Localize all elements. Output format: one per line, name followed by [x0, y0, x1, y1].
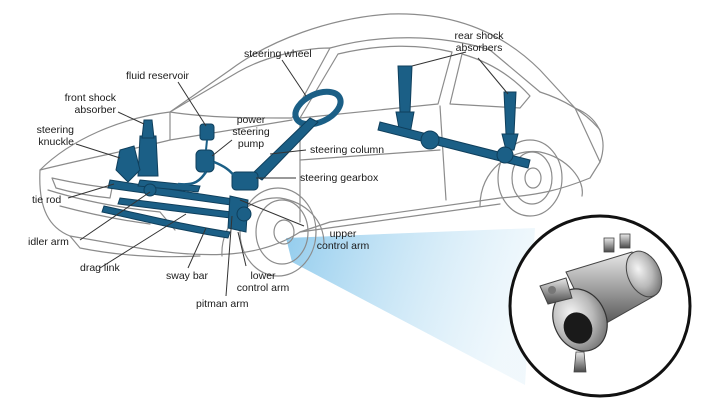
gearbox-closeup — [539, 233, 663, 373]
label-power-steering-line1: power — [236, 114, 266, 126]
front-shock-part — [137, 135, 159, 177]
label-drag-link: drag link — [80, 262, 120, 274]
steering-wheel-part — [292, 88, 344, 128]
label-pitman-arm: pitman arm — [196, 298, 249, 310]
steering-components — [101, 65, 531, 239]
label-power-steering-line2: steering — [232, 126, 270, 138]
rear-wheel — [497, 139, 563, 217]
leader-pitman-arm — [225, 215, 233, 297]
label-idler-arm: idler arm — [28, 236, 69, 248]
label-upper-control-arm: upper control arm — [304, 228, 382, 252]
front-wheel — [239, 187, 317, 277]
steering-knuckle-part — [115, 145, 141, 183]
label-steering-column: steering column — [310, 144, 385, 156]
label-front-shock-absorber: front shock absorber — [50, 92, 116, 116]
label-lower-control-arm: lower control arm — [224, 270, 302, 294]
label-steering-knuckle: steering knuckle — [22, 124, 74, 148]
rear-shock-right-part — [503, 91, 517, 135]
steering-column-part — [251, 117, 319, 181]
label-upper-control-line1: upper — [329, 228, 357, 240]
leader-drag-link — [99, 213, 187, 269]
leader-power-steering-pump — [211, 139, 233, 157]
label-power-steering-line3: pump — [237, 138, 265, 150]
leader-upper-control-arm — [239, 199, 305, 227]
label-steering-knuckle-line1: steering — [36, 124, 74, 136]
steering-gearbox-part — [231, 171, 259, 191]
label-rear-shock-absorbers: rear shock absorbers — [446, 30, 512, 54]
leader-steering-wheel — [281, 59, 307, 97]
zoom-circle — [508, 214, 692, 398]
label-steering-wheel: steering wheel — [244, 48, 312, 60]
label-rear-shock-line2: absorbers — [455, 42, 503, 54]
label-fluid-reservoir: fluid reservoir — [126, 70, 190, 82]
car-body — [39, 13, 604, 258]
label-power-steering-pump: power steering pump — [224, 114, 278, 150]
zoom-beam — [286, 228, 535, 385]
label-tie-rod: tie rod — [32, 194, 62, 206]
fluid-reservoir-part — [199, 123, 215, 141]
leader-lower-control-arm — [237, 231, 247, 267]
leader-steering-column — [269, 149, 307, 155]
leader-lines — [67, 51, 509, 297]
leader-idler-arm — [79, 191, 151, 241]
power-steering-pump-part — [195, 149, 215, 173]
label-lower-control-line2: control arm — [236, 282, 290, 294]
leader-rear-shock-left — [411, 51, 467, 67]
label-front-shock-line1: front shock — [64, 92, 116, 104]
rear-shock-left-part — [397, 65, 413, 113]
leader-fluid-reservoir — [177, 81, 207, 127]
leader-tie-rod — [67, 183, 115, 199]
label-lower-control-line1: lower — [250, 270, 276, 282]
label-rear-shock-line1: rear shock — [454, 30, 504, 42]
label-upper-control-line2: control arm — [316, 240, 370, 252]
leader-front-shock — [117, 111, 145, 125]
label-front-shock-line2: absorber — [74, 104, 116, 116]
leader-sway-bar — [187, 227, 207, 269]
leader-rear-shock-right — [477, 57, 509, 95]
leader-steering-knuckle — [75, 143, 121, 159]
label-sway-bar: sway bar — [166, 270, 209, 282]
label-steering-gearbox: steering gearbox — [300, 172, 379, 184]
label-steering-knuckle-line2: knuckle — [38, 136, 74, 148]
